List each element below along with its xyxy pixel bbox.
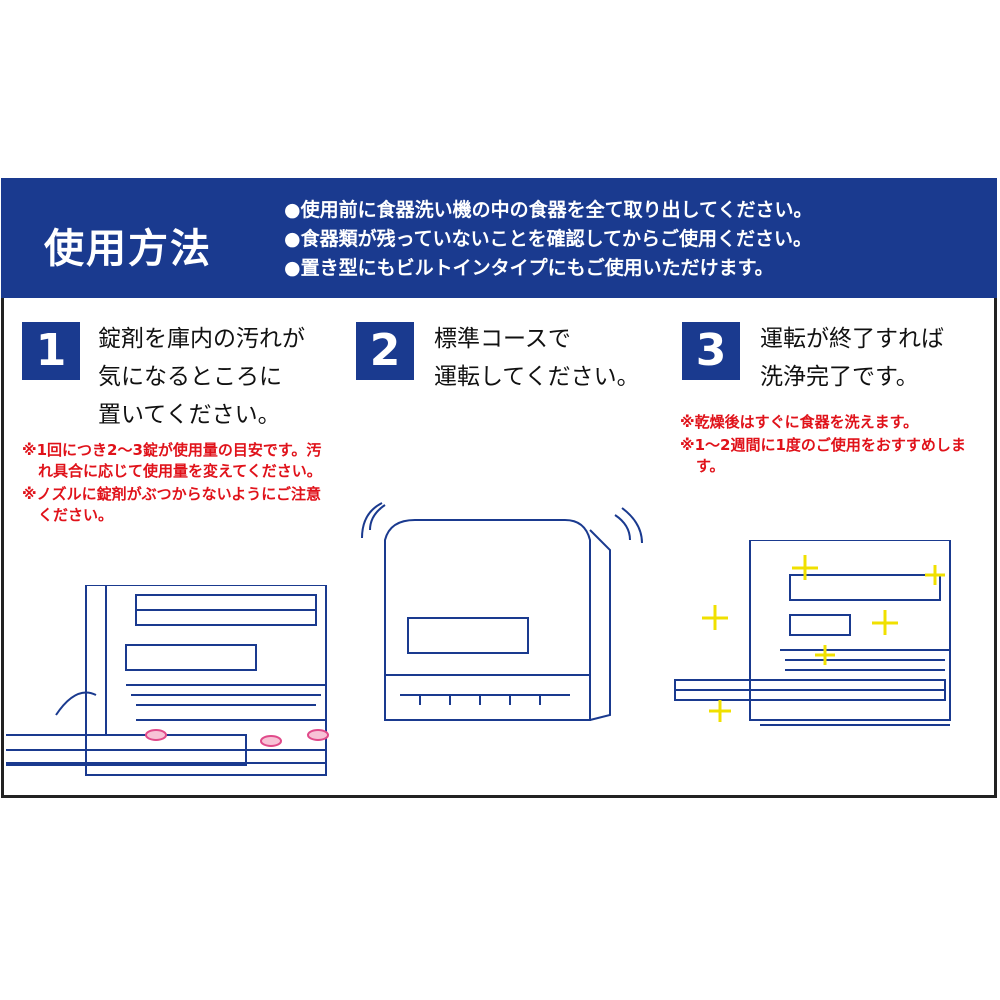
step-line: 運転してください。 bbox=[434, 364, 640, 390]
step-number-1: 1 bbox=[22, 322, 80, 380]
page-title: 使用方法 bbox=[44, 226, 212, 272]
step-3-title: 運転が終了すれば 洗浄完了です。 bbox=[760, 320, 944, 396]
step-number-2: 2 bbox=[356, 322, 414, 380]
dishwasher-running-illustration bbox=[361, 502, 643, 721]
step-line: 錠剤を庫内の汚れが bbox=[98, 326, 305, 352]
dishwasher-rack-illustration bbox=[6, 585, 329, 776]
step-line: 洗浄完了です。 bbox=[760, 364, 919, 390]
step-2-title: 標準コースで 運転してください。 bbox=[434, 320, 640, 396]
step-1-title: 錠剤を庫内の汚れが 気になるところに 置いてください。 bbox=[98, 320, 305, 434]
note: ※ノズルに錠剤がぶつからないようにご注意ください。 bbox=[22, 485, 321, 524]
step-1-notes: ※1回につき2〜3錠が使用量の目安です。汚れ具合に応じて使用量を変えてください。… bbox=[22, 440, 322, 528]
step-line: 運転が終了すれば bbox=[760, 326, 944, 352]
step-3-notes: ※乾燥後はすぐに食器を洗えます。 ※1〜2週間に1度のご使用をおすすめします。 bbox=[680, 412, 990, 479]
header-note: ●食器類が残っていないことを確認してからご使用ください。 bbox=[284, 228, 813, 250]
step-line: 気になるところに bbox=[98, 364, 282, 390]
step-line: 標準コースで bbox=[434, 326, 571, 352]
step-line: 置いてください。 bbox=[98, 402, 281, 428]
note: ※1〜2週間に1度のご使用をおすすめします。 bbox=[680, 436, 966, 475]
instruction-frame bbox=[1, 178, 997, 798]
header-note: ●使用前に食器洗い機の中の食器を全て取り出してください。 bbox=[284, 199, 813, 221]
header-banner bbox=[1, 178, 997, 298]
header-notes: ●使用前に食器洗い機の中の食器を全て取り出してください。 ●食器類が残っていない… bbox=[284, 196, 812, 283]
note: ※乾燥後はすぐに食器を洗えます。 bbox=[680, 413, 919, 431]
note: ※1回につき2〜3錠が使用量の目安です。汚れ具合に応じて使用量を変えてください。 bbox=[22, 441, 322, 480]
header-note: ●置き型にもビルトインタイプにもご使用いただけます。 bbox=[284, 257, 774, 279]
clean-dishwasher-illustration bbox=[674, 540, 951, 726]
step-number-3: 3 bbox=[682, 322, 740, 380]
